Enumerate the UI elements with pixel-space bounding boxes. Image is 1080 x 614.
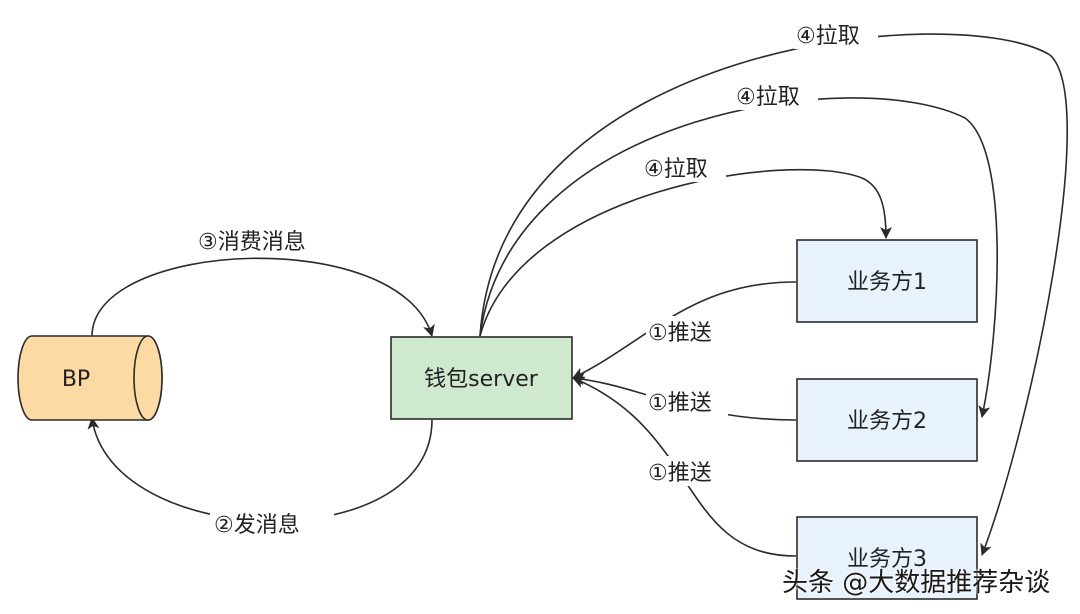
edge-label-send: ②发消息 <box>214 513 300 538</box>
edge-push-1 <box>572 281 797 379</box>
watermark-text: 头条 @大数据推荐杂谈 <box>782 568 1051 598</box>
biz-node-2: 业务方2 <box>796 378 978 462</box>
edge-push-3 <box>572 376 797 557</box>
biz-node-1: 业务方1 <box>796 239 978 323</box>
bp-label: BP <box>62 367 90 392</box>
edge-label-pull-2: ④拉取 <box>736 85 800 110</box>
biz-label-3: 业务方3 <box>847 547 927 572</box>
edge-label-push-3: ①推送 <box>648 461 712 486</box>
edge-label-push-1: ①推送 <box>648 321 712 346</box>
biz-node-3: 业务方3 <box>796 516 978 600</box>
edge-pull-2 <box>479 97 998 418</box>
edge-pull-1 <box>479 168 892 337</box>
edge-pull-3 <box>479 33 1069 556</box>
wallet-server-node: 钱包server <box>390 336 573 420</box>
biz-label-1: 业务方1 <box>847 270 927 295</box>
edge-label-pull-3: ④拉取 <box>796 24 860 49</box>
edge-send <box>87 417 433 522</box>
edge-label-pull-1: ④拉取 <box>644 157 708 182</box>
edge-label-push-2: ①推送 <box>648 391 712 416</box>
edge-consume <box>91 257 435 337</box>
edge-label-consume: ③消费消息 <box>198 230 306 255</box>
biz-label-2: 业务方2 <box>847 409 927 434</box>
wallet-server-label: 钱包server <box>424 367 539 392</box>
bp-cylinder: BP <box>17 335 163 421</box>
